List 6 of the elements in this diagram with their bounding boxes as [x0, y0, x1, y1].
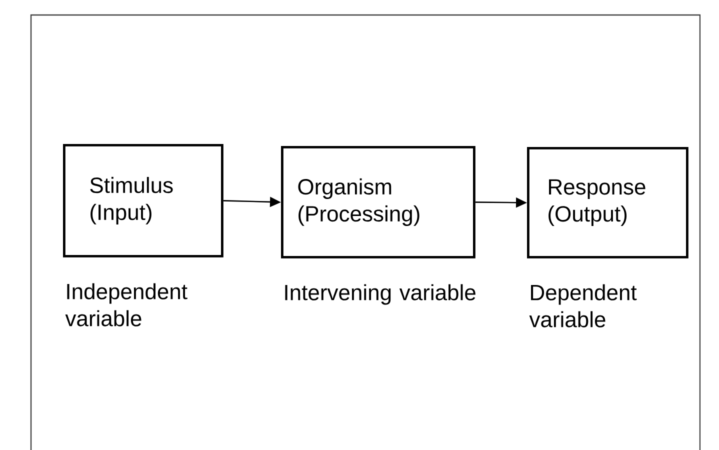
caption-text: Dependent variable — [529, 284, 637, 328]
process-box: Organism (Processing) — [281, 146, 476, 258]
caption-text: Independent variable — [65, 283, 188, 326]
process-box: Response (Output) — [527, 147, 688, 258]
caption-text: Intervening variable — [285, 284, 476, 305]
process-box: Stimulus (Input) — [63, 144, 224, 258]
